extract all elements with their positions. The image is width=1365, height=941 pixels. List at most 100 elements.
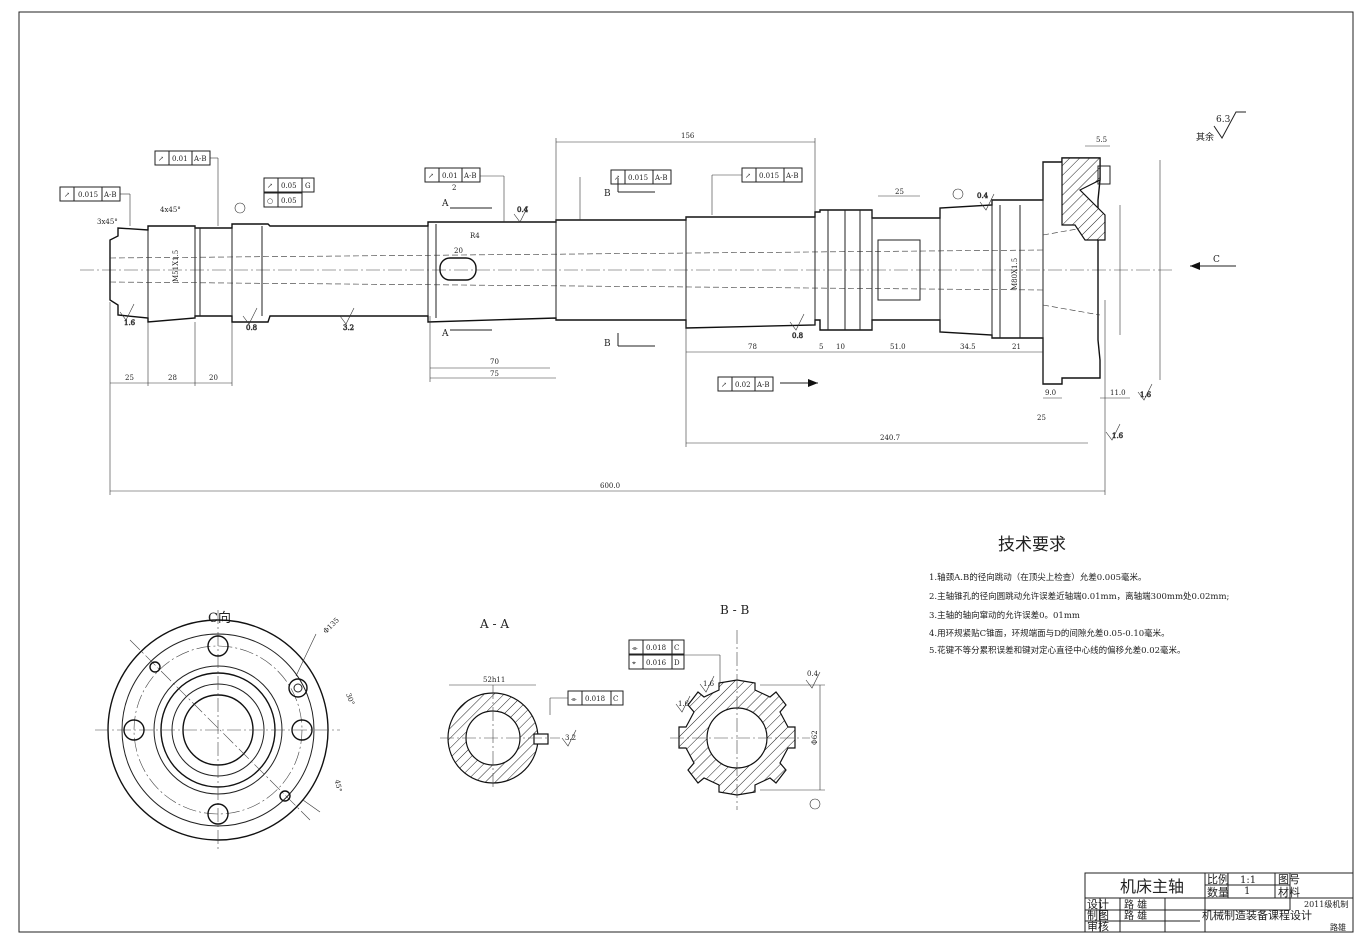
tech-req-item-1: 1.轴颈A.B的径向跳动（在顶尖上检查）允差0.005毫米。 <box>929 572 1147 583</box>
dim-10: 10 <box>836 343 845 351</box>
spline-section <box>877 239 921 301</box>
dim-21: 21 <box>1012 343 1021 351</box>
dim-5: 5 <box>819 343 823 351</box>
roughness-7: 1.6 <box>1140 391 1152 399</box>
svg-text:0.016: 0.016 <box>646 659 667 667</box>
dim-240: 240.7 <box>880 434 900 442</box>
scale-value: 1:1 <box>1240 875 1256 886</box>
roughness-3: 0.8 <box>246 324 257 332</box>
dim-34-5: 34.5 <box>960 343 976 351</box>
svg-text:0.01: 0.01 <box>442 172 458 180</box>
svg-text:0.01: 0.01 <box>172 155 188 163</box>
svg-text:0.015: 0.015 <box>78 191 98 199</box>
roughness-other-label: 其余 <box>1196 131 1214 143</box>
dim-overall: 600.0 <box>600 482 620 490</box>
reviewer-label: 审核 <box>1087 919 1109 933</box>
dim-78: 78 <box>748 343 757 351</box>
main-dimensions: 600.0 240.7 156 70 75 78 5 10 51.0 34.5 … <box>97 132 1220 490</box>
view-a-title: A - A <box>479 617 509 631</box>
view-a-width: 52h11 <box>483 676 505 684</box>
dim-25c: 25 <box>1037 414 1046 422</box>
dim-11: 11.0 <box>1110 389 1126 397</box>
view-b-dia: Φ62 <box>811 730 819 745</box>
keyway <box>439 257 477 281</box>
dim-28: 28 <box>168 374 177 382</box>
qty-label: 数量 <box>1207 886 1229 899</box>
drawing-no-label: 图号 <box>1278 873 1300 886</box>
material-label: 材料 <box>1278 885 1300 899</box>
author-name: 路雄 <box>1330 922 1346 932</box>
svg-text:0.015: 0.015 <box>759 172 779 180</box>
course-name: 机械制造装备课程设计 <box>1202 908 1312 922</box>
view-b-roughness-2: 1.6 <box>703 680 715 688</box>
tol-frame-2: ↗ 0.01 A-B <box>154 150 211 166</box>
svg-text:0.02: 0.02 <box>735 381 751 389</box>
section-a-label-top: A <box>441 199 449 209</box>
section-b-label-bottom: B <box>604 339 611 349</box>
section-a-label-bottom: A <box>441 329 449 339</box>
view-a-roughness: 3.2 <box>565 734 576 742</box>
flange-section <box>1061 157 1106 241</box>
bolt-hole-right <box>291 719 313 741</box>
dim-70: 70 <box>490 358 499 366</box>
roughness-1: 1.6 <box>124 319 136 327</box>
dim-key-20: 20 <box>454 247 463 255</box>
scale-label: 比例 <box>1207 872 1229 886</box>
view-c-angle2: 45° <box>333 779 343 793</box>
roughness-other: 6.3 其余 <box>1196 111 1246 143</box>
tol-frame-8: ↗ 0.02 A-B <box>717 376 774 392</box>
qty-value: 1 <box>1244 886 1250 897</box>
view-c-title: C向 <box>208 610 231 626</box>
bolt-hole-bottom <box>207 803 229 825</box>
datum-markers <box>234 188 964 810</box>
dim-156: 156 <box>681 132 695 140</box>
roughness-other-value: 6.3 <box>1216 115 1231 125</box>
thread-m80: M80X1.5 <box>1011 258 1019 290</box>
tol-frame-11: ⌯ 0.018 C <box>567 690 624 706</box>
chamfer-4x45: 4x45° <box>160 206 181 214</box>
view-b-roughness-1: 0.4 <box>807 670 819 678</box>
view-c-angle: 30° <box>344 692 356 706</box>
tol-frame-7: ↗ 0.015 A-B <box>741 167 803 183</box>
bolt-hole-top <box>207 635 229 657</box>
tol-frame-1: ↗ 0.015 A-B <box>59 186 121 202</box>
title-block-name: 机床主轴 <box>1120 877 1184 896</box>
svg-text:0.015: 0.015 <box>628 174 648 182</box>
tech-req-item-4: 4.用环规紧贴C锥面，环规端面与D的间隙允差0.05-0.10毫米。 <box>929 628 1170 639</box>
shaft-outline <box>109 157 1101 385</box>
dim-25b: 25 <box>895 188 904 196</box>
tech-req-item-5: 5.花键不等分累积误差和键对定心直径中心线的偏移允差0.02毫米。 <box>929 645 1186 656</box>
drawing-border <box>18 11 1354 933</box>
view-a-a: A - A 52h11 3.2 <box>440 617 577 790</box>
tol-frame-6: ↗ 0.015 A-B <box>610 169 672 185</box>
view-b-b: B - B Φ62 0.4 1.6 1.6 <box>670 603 825 810</box>
dim-r4: R4 <box>470 232 480 240</box>
title-block: 机床主轴 比例 1:1 数量 1 图号 材料 设计 路 雄 制图 路 雄 审核 … <box>1084 872 1354 933</box>
view-b-title: B - B <box>720 603 750 617</box>
view-c-arrow-label: C <box>1213 255 1220 265</box>
tol-frame-10: ⌖ 0.016 D <box>628 654 685 670</box>
svg-text:A-B: A-B <box>785 172 799 180</box>
tol-frame-4: ○ 0.05 <box>263 192 303 208</box>
svg-text:↗: ↗ <box>158 155 164 163</box>
section-b-label-top: B <box>604 189 611 199</box>
dim-25a: 25 <box>125 374 134 382</box>
dim-20a: 20 <box>209 374 218 382</box>
svg-text:A-B: A-B <box>463 172 477 180</box>
dim-5-5: 5.5 <box>1096 136 1107 144</box>
svg-text:G: G <box>305 182 311 190</box>
chamfer-3x45: 3x45° <box>97 218 118 226</box>
tech-requirements: 技术要求 1.轴颈A.B的径向跳动（在顶尖上检查）允差0.005毫米。 2.主轴… <box>929 535 1229 656</box>
svg-text:↗: ↗ <box>64 191 70 199</box>
svg-text:D: D <box>674 659 680 667</box>
svg-text:↗: ↗ <box>267 182 273 190</box>
tol-frame-3: ↗ 0.05 G <box>263 177 315 193</box>
svg-text:○: ○ <box>267 197 273 205</box>
svg-text:⌯: ⌯ <box>632 644 638 652</box>
svg-text:0.018: 0.018 <box>585 695 605 703</box>
svg-text:C: C <box>613 695 618 703</box>
tapped-hole-1 <box>288 678 308 698</box>
svg-text:↗: ↗ <box>428 172 434 180</box>
svg-text:A-B: A-B <box>654 174 668 182</box>
